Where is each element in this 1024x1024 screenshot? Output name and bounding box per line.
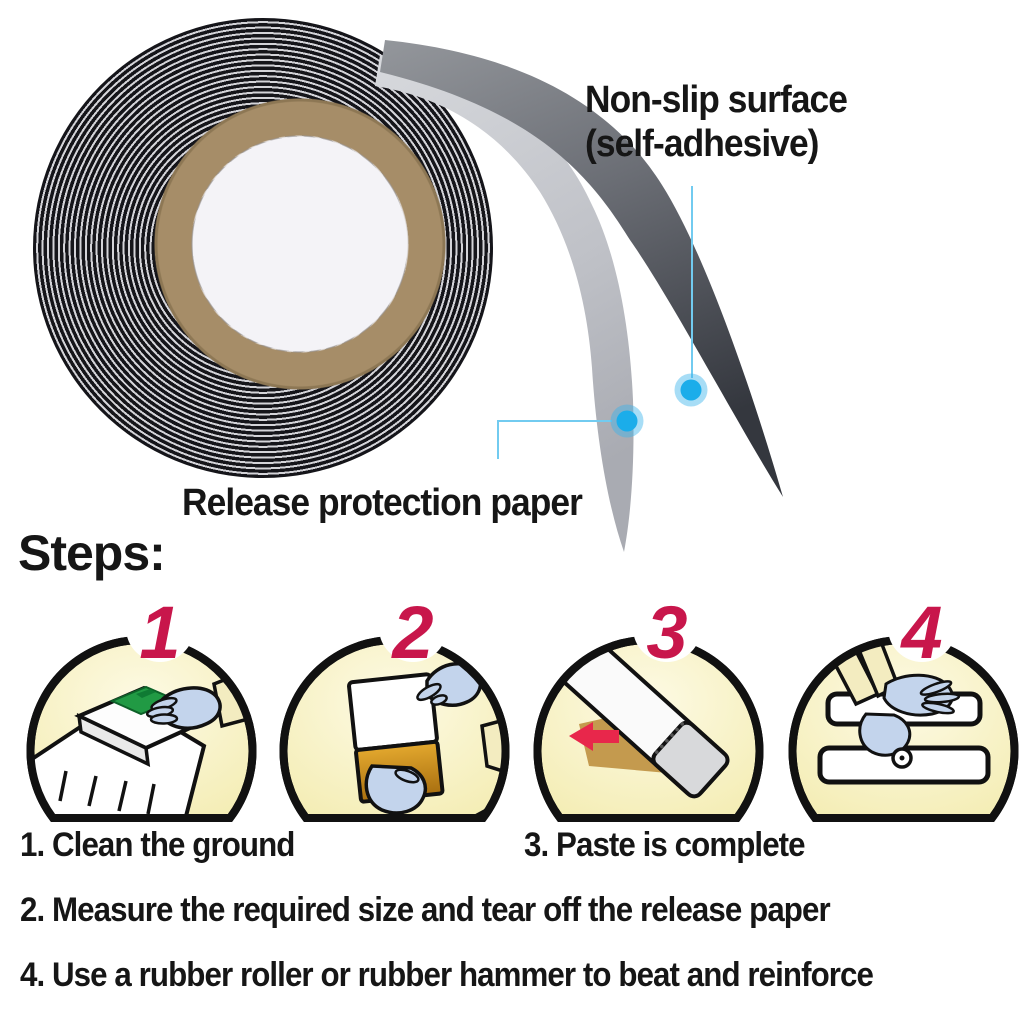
step-circle-2: 2 [279,591,510,822]
callout-dot-nonslip-halo [674,373,708,407]
step-caption-4: 4. Use a rubber roller or rubber hammer … [20,956,874,994]
step-number-1: 1 [139,591,180,674]
number-notch [379,594,447,662]
steps-heading: Steps: [18,525,166,581]
glove-finger-top [416,682,442,702]
roller-axle [899,755,905,761]
callout-dot-release [616,410,638,432]
brush-handle [136,689,156,698]
tape-roll-photo [33,18,493,478]
label-nonslip-surface: Non-slip surface (self-adhesive) [585,78,848,166]
glove-thumb-bottom [394,768,420,784]
step-circle-4: 4 [788,591,1019,822]
step-caption-2: 2. Measure the required size and tear of… [20,891,831,929]
scrub-board-front [76,713,151,767]
step-number-4: 4 [899,591,942,674]
number-notch [126,594,194,662]
callout-line-release [497,420,612,459]
number-notch [888,594,956,662]
step-caption-1: 1. Clean the ground [20,826,295,864]
label-release-paper: Release protection paper [182,482,583,524]
step-number-3: 3 [646,591,687,674]
step-number-2: 2 [390,591,433,674]
step-circle-1: 1 [26,591,257,822]
step-circle-3: 3 [533,591,764,822]
hatch-marks [58,770,156,815]
arrow-left-icon [569,722,619,751]
label-nonslip-line1: Non-slip surface [585,79,848,121]
perforation-dots [652,722,684,757]
label-nonslip-line2: (self-adhesive) [585,123,819,166]
callout-dot-release-halo [610,404,644,438]
number-notch [633,594,701,662]
applied-strip-end [651,720,730,799]
step-caption-3: 3. Paste is complete [524,826,806,864]
tape-piece-paper [347,672,439,752]
glove-fingers [145,696,179,725]
callout-dot-nonslip [680,379,702,401]
glove-open-fingers [919,680,961,715]
glove-thumb-top [430,694,448,706]
